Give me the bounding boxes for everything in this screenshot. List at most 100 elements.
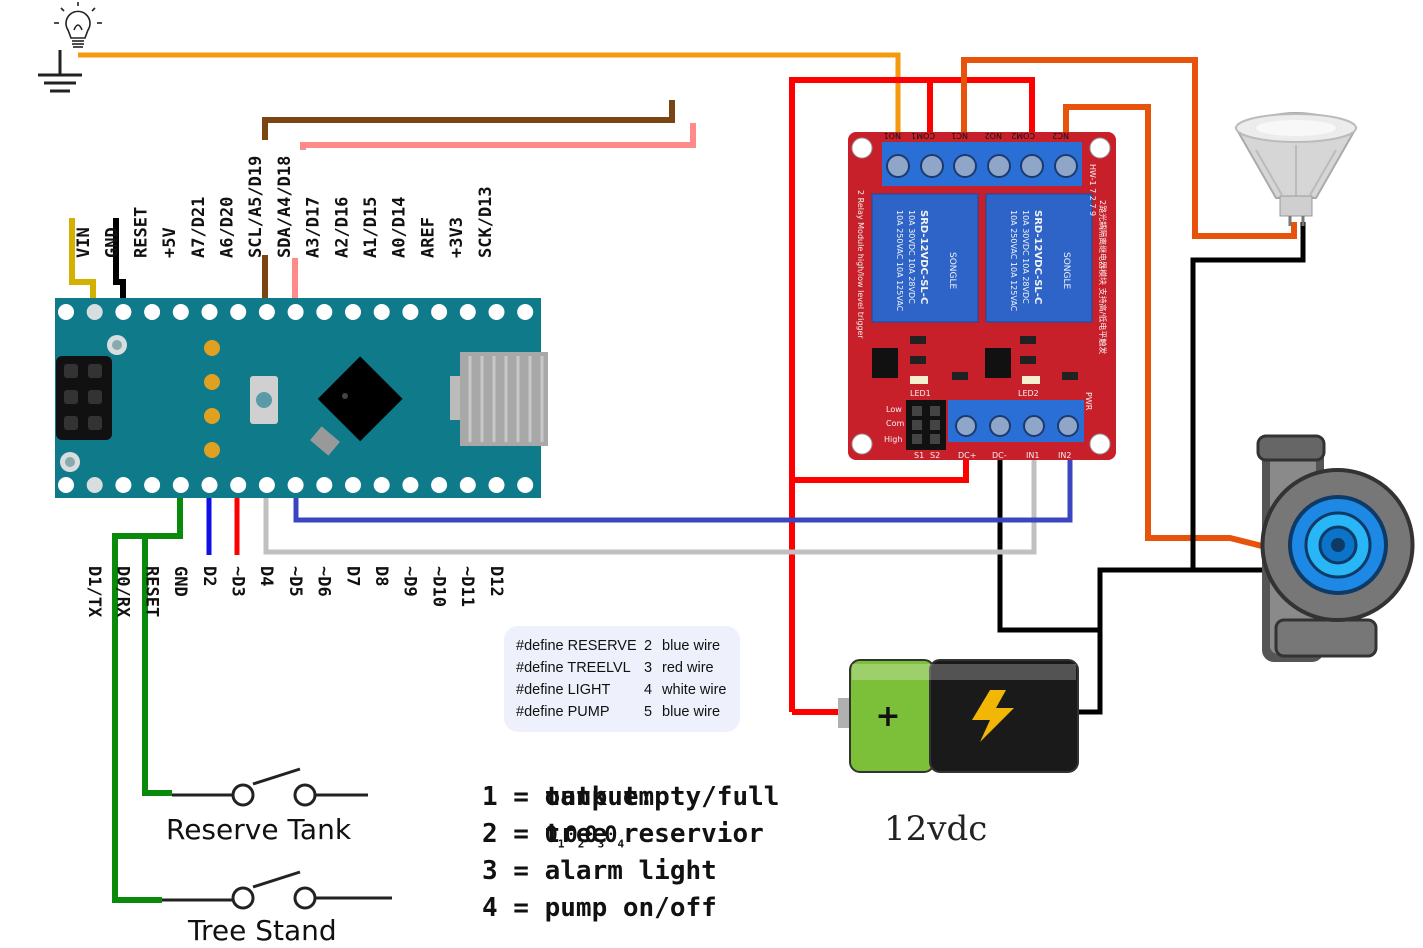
tree-stand-label: Tree Stand [187, 914, 337, 947]
output-row: output: 01020304 [482, 742, 779, 850]
relay-terminal-label: NO2 [985, 131, 1002, 140]
relay2-model: SRD-12VDC-SL-C [1032, 210, 1043, 304]
relay-side-label-right: 2路光耦隔离继电器模块 支持高/低电平触发 [1098, 200, 1108, 354]
relay-low-label: Low [886, 405, 902, 414]
header-pin [230, 304, 247, 320]
output-digit-index: 3 [597, 837, 605, 851]
terminal-screw [987, 154, 1011, 178]
define-code-box: #define RESERVE 2 blue wire #define TREELV… [504, 626, 740, 732]
header-pin [345, 304, 361, 320]
nano-bottom-pin-label: ~D3 [228, 566, 248, 597]
terminal-screw [920, 154, 944, 178]
header-pin [373, 304, 390, 320]
terminal-screw [1020, 154, 1044, 178]
header-pin [258, 477, 275, 493]
wire-black-battery [1078, 567, 1290, 715]
wire-d5-indigo [293, 430, 1073, 523]
header-pin [115, 477, 132, 493]
define-name: #define TREELVL [516, 660, 631, 676]
nano-bottom-pin-label: D0/RX [113, 566, 133, 618]
legend-item-4: 4 = pump on/off [482, 893, 717, 923]
relay-2: 10A 250VAC 10A 125VAC 10A 30VDC 10A 28VD… [985, 193, 1093, 323]
output-legend: output: 01020304 1 = tank empty/full 2 =… [482, 742, 779, 927]
nano-bottom-pin-label: D2 [199, 566, 219, 586]
header-pin [144, 304, 161, 320]
nano-top-pin-label: A1/D15 [361, 197, 381, 258]
nano-bottom-pin-label: ~D9 [400, 566, 420, 597]
nano-bottom-pin-label: D8 [371, 566, 391, 586]
nano-top-pin-label: A6/D20 [218, 197, 238, 258]
header-pin [316, 304, 333, 320]
relay2-brand: SONGLE [1061, 252, 1071, 290]
relay2-rating2: 10A 30VDC 10A 28VDC [1021, 210, 1030, 304]
legend-item-3: 3 = alarm light [482, 856, 717, 886]
define-note: blue wire [662, 704, 721, 720]
header-pin [316, 477, 333, 493]
nano-bottom-pin-label: D1/TX [84, 566, 104, 618]
output-digit: 0 [564, 823, 578, 848]
define-line: #define TREELVL 3 red wire [516, 657, 740, 679]
define-pin: 3 [644, 660, 653, 676]
header-pin [172, 304, 189, 320]
nano-top-pin-label: GND [103, 227, 123, 258]
wire-sda-pink [300, 123, 696, 150]
wire-scl-brown-top [262, 100, 675, 140]
relay-dcplus-label: DC+ [958, 451, 976, 460]
nano-top-pin-label: SCK/D13 [476, 186, 496, 258]
mcu-chip [317, 356, 403, 442]
tree-stand-switch [162, 870, 392, 910]
header-pin [488, 477, 505, 493]
relay-output-terminals [882, 142, 1082, 186]
header-pin [172, 477, 189, 493]
nano-bottom-pin-label: RESET [141, 566, 161, 617]
header-pin [402, 304, 419, 320]
nano-bottom-pin-label: GND [170, 566, 190, 597]
header-pin [58, 304, 74, 320]
header-pin [287, 304, 304, 320]
header-pin [230, 477, 247, 493]
nano-top-pin-label: VIN [74, 227, 94, 258]
define-note: white wire [662, 682, 727, 698]
output-digit: 0 [544, 823, 558, 848]
header-pin [86, 304, 103, 320]
relay1-rating1: 10A 250VAC 10A 125VAC [895, 210, 904, 312]
header-pin [201, 477, 218, 493]
define-note: blue wire [662, 638, 721, 654]
header-pin [459, 477, 476, 493]
relay-led1-label: LED1 [910, 389, 931, 398]
nano-bottom-pin-label: D12 [486, 566, 506, 597]
header-pin [58, 477, 74, 493]
wire-orange-pump [1063, 104, 1291, 556]
define-name: #define RESERVE [516, 638, 637, 654]
relay-in2-label: IN2 [1058, 451, 1071, 460]
usb-connector [460, 352, 548, 446]
relay1-brand: SONGLE [947, 252, 957, 290]
arduino-nano-board [55, 298, 548, 498]
header-pin [431, 477, 448, 493]
define-pin: 4 [644, 682, 653, 698]
battery-plus-symbol: + [875, 699, 900, 734]
wire-gnd-green [112, 485, 183, 903]
output-digits: 01020304 [545, 817, 625, 862]
reserve-tank-label: Reserve Tank [166, 813, 352, 846]
nano-bottom-pin-label: ~D5 [285, 566, 305, 597]
terminal-screw [886, 154, 910, 178]
battery-label: 12vdc [884, 809, 987, 849]
define-pin: 2 [644, 638, 653, 654]
wire-light-orange [78, 52, 901, 165]
define-note: red wire [662, 660, 714, 676]
relay2-rating1: 10A 250VAC 10A 125VAC [1009, 210, 1018, 312]
terminal-screw [1023, 415, 1045, 437]
ground-symbol-icon [38, 50, 82, 93]
relay-side-label-left: 2 Relay Module high/low level trigger [856, 190, 865, 339]
output-digit-index: 4 [617, 837, 625, 851]
battery-icon: + [838, 659, 1079, 773]
define-name: #define PUMP [516, 704, 610, 720]
wire-gnd-black-top [113, 218, 126, 312]
output-label: output: [544, 782, 655, 812]
wire-vin-yellow [69, 218, 96, 312]
output-digit-index: 1 [557, 837, 565, 851]
relay1-model: SRD-12VDC-SL-C [918, 210, 929, 304]
